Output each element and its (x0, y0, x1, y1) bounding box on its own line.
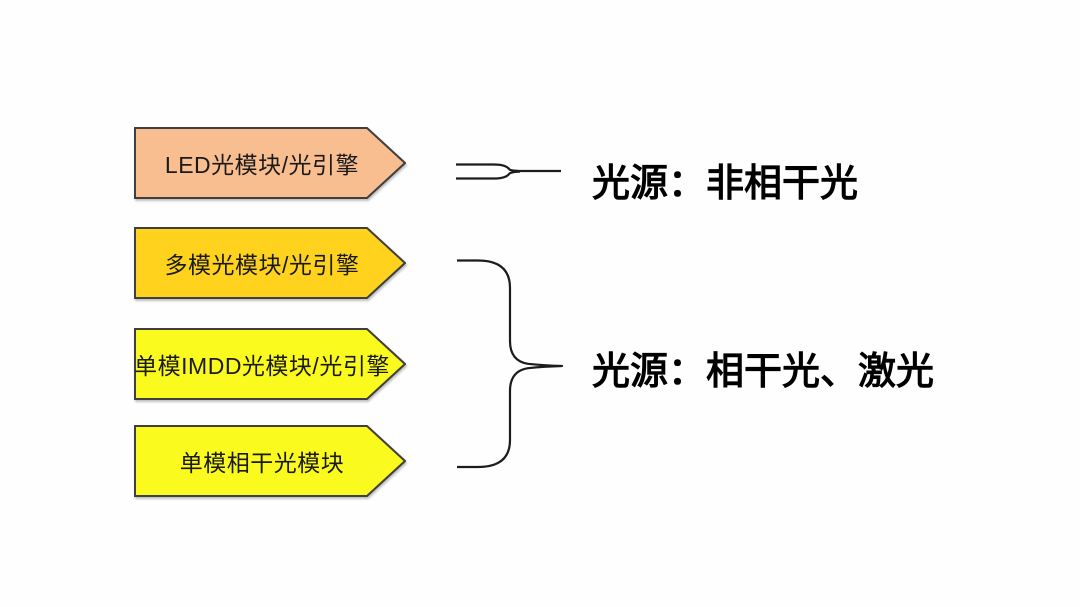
arrow-pentagon-shape (134, 227, 406, 299)
arrow-box-multimode-module: 多模光模块/光引擎 (134, 227, 406, 299)
annotation-noncoherent-light: 光源：非相干光 (592, 163, 859, 205)
arrow-shape (134, 127, 406, 199)
arrow-shape (134, 227, 406, 299)
arrow-pentagon-shape (134, 328, 406, 400)
arrow-box-led-module: LED光模块/光引擎 (134, 127, 406, 199)
arrow-box-label: LED光模块/光引擎 (164, 152, 360, 178)
arrow-box-singlemode-coherent-module: 单模相干光模块 (134, 425, 406, 497)
arrow-box-label: 单模相干光模块 (179, 450, 345, 476)
arrow-box-label: 多模光模块/光引擎 (164, 252, 360, 278)
arrow-pentagon-shape (134, 127, 406, 199)
noncoherent-flat-brace-connector (456, 163, 561, 180)
arrow-box-singlemode-imdd-module: 单模IMDD光模块/光引擎 (134, 328, 406, 400)
arrow-shape (134, 425, 406, 497)
coherent-curly-brace-connector (457, 259, 564, 469)
annotation-coherent-light: 光源：相干光、激光 (592, 351, 935, 393)
arrow-box-label: 单模IMDD光模块/光引擎 (134, 353, 390, 379)
arrow-shape (134, 328, 406, 400)
arrow-pentagon-shape (134, 425, 406, 497)
